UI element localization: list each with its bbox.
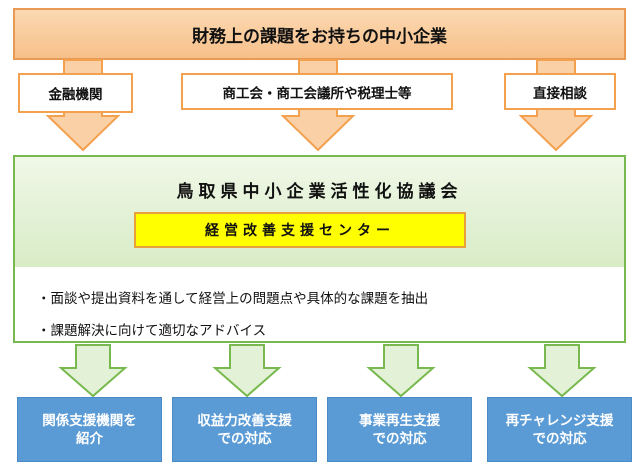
arrow-down-green-2 [212,344,282,398]
council-bullets: ・面談や提出資料を通して経営上の問題点や具体的な課題を抽出 ・課題解決に向けて適… [37,283,614,347]
support-center-box: 経営改善支援センター [134,212,466,248]
arrow-down-green-3 [366,344,436,398]
bullet-item: ・課題解決に向けて適切なアドバイス [37,323,267,339]
result-referral-to-support-agencies: 関係支援機関を紹介 [17,397,162,462]
council-box: 鳥取県中小企業活性化協議会 経営改善支援センター ・面談や提出資料を通して経営上… [13,155,626,343]
council-header: 鳥取県中小企業活性化協議会 経営改善支援センター [15,157,624,267]
top-banner: 財務上の課題をお持ちの中小企業 [13,8,626,60]
arrow-down-green-4 [527,344,597,398]
channel-financial-institutions: 金融機関 [18,73,133,113]
arrow-down-green-1 [58,344,128,398]
channel-chamber-and-tax-accountants: 商工会・商工会議所や税理士等 [181,73,453,110]
result-re-challenge-support: 再チャレンジ支援での対応 [487,397,632,462]
result-profitability-improvement: 収益力改善支援での対応 [172,397,317,462]
result-business-revitalization: 事業再生支援での対応 [327,397,472,462]
channel-direct-consultation: 直接相談 [504,73,616,110]
support-center-label: 経営改善支援センター [205,223,395,239]
council-title: 鳥取県中小企業活性化協議会 [176,182,463,202]
bullet-item: ・面談や提出資料を通して経営上の問題点や具体的な課題を抽出 [37,291,429,307]
top-banner-title: 財務上の課題をお持ちの中小企業 [192,26,447,47]
